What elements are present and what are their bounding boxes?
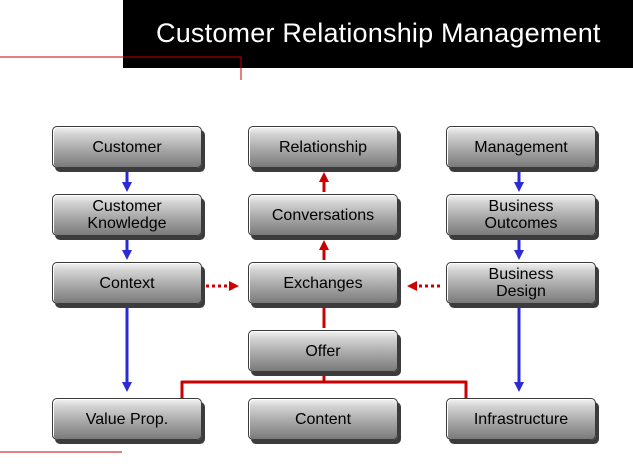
- node-content-label: Content: [294, 410, 352, 428]
- page-title: Customer Relationship Management: [156, 18, 601, 48]
- node-exchanges-label: Exchanges: [283, 274, 363, 292]
- node-conversations-label: Conversations: [271, 206, 375, 224]
- node-value-prop-label: Value Prop.: [85, 410, 169, 428]
- node-customer-knowledge: Customer Knowledge: [52, 194, 202, 236]
- node-customer-label: Customer: [92, 138, 162, 156]
- node-infrastructure-label: Infrastructure: [473, 410, 569, 428]
- node-relationship-label: Relationship: [278, 138, 368, 156]
- decor-rule-top: [0, 56, 242, 80]
- node-customer-knowledge-label: Customer Knowledge: [87, 198, 167, 232]
- node-management: Management: [446, 126, 596, 168]
- node-business-outcomes-label: Business Outcomes: [484, 198, 558, 232]
- node-management-label: Management: [474, 138, 568, 156]
- node-infrastructure: Infrastructure: [446, 398, 596, 440]
- node-business-outcomes: Business Outcomes: [446, 194, 596, 236]
- node-value-prop: Value Prop.: [52, 398, 202, 440]
- node-exchanges: Exchanges: [248, 262, 398, 304]
- node-offer-label: Offer: [305, 342, 341, 360]
- node-content: Content: [248, 398, 398, 440]
- node-conversations: Conversations: [248, 194, 398, 236]
- node-context: Context: [52, 262, 202, 304]
- node-context-label: Context: [99, 274, 155, 292]
- node-customer: Customer: [52, 126, 202, 168]
- node-relationship: Relationship: [248, 126, 398, 168]
- node-business-design-label: Business Design: [488, 266, 554, 300]
- node-offer: Offer: [248, 330, 398, 372]
- node-business-design: Business Design: [446, 262, 596, 304]
